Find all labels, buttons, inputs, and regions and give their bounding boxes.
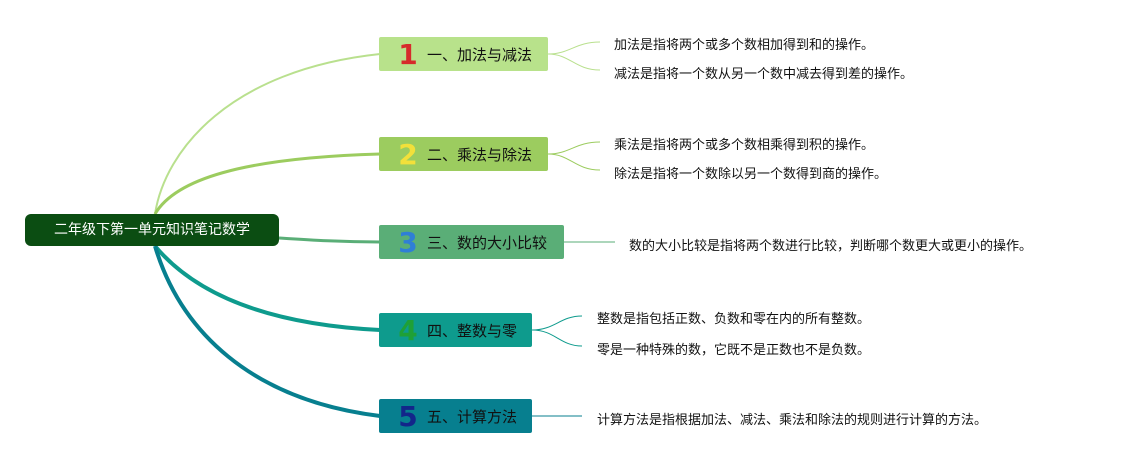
topic-node-4[interactable]: 4 四、整数与零	[379, 313, 532, 347]
connector-topic-4-detail-2	[531, 329, 583, 347]
topic-1-detail-1: 加法是指将两个或多个数相加得到和的操作。	[614, 38, 875, 53]
topic-label-3: 三、数的大小比较	[427, 233, 548, 252]
connector-topic-1-detail-2	[547, 53, 601, 71]
topic-number-1: 1	[398, 37, 418, 71]
connector-root-topic-5	[153, 245, 381, 418]
connector-root-topic-1	[154, 53, 381, 215]
topic-2-detail-1: 乘法是指将两个或多个数相乘得到积的操作。	[614, 138, 875, 153]
topic-2-detail-2: 除法是指将一个数除以另一个数得到商的操作。	[614, 167, 888, 182]
topic-label-2: 二、乘法与除法	[427, 145, 533, 164]
root-node[interactable]: 二年级下第一单元知识笔记数学	[25, 214, 279, 246]
topic-number-2: 2	[398, 137, 418, 171]
topic-node-3[interactable]: 3 三、数的大小比较	[379, 225, 564, 259]
topic-1-detail-2: 减法是指将一个数从另一个数中减去得到差的操作。	[614, 67, 914, 82]
topic-number-5: 5	[398, 399, 418, 433]
topic-4-detail-1: 整数是指包括正数、负数和零在内的所有整数。	[597, 312, 871, 327]
topic-number-3: 3	[398, 225, 418, 259]
topic-label-1: 一、加法与减法	[427, 45, 533, 64]
topic-label-4: 四、整数与零	[427, 321, 518, 340]
topic-node-2[interactable]: 2 二、乘法与除法	[379, 137, 548, 171]
topic-node-1[interactable]: 1 一、加法与减法	[379, 37, 548, 71]
topic-4-detail-2: 零是一种特殊的数，它既不是正数也不是负数。	[597, 343, 871, 358]
topic-number-4: 4	[398, 313, 418, 347]
connector-topic-4-detail-1	[531, 315, 583, 331]
connector-root-topic-4	[153, 244, 381, 332]
topic-3-detail-1: 数的大小比较是指将两个数进行比较，判断哪个数更大或更小的操作。	[629, 239, 1033, 254]
topic-node-5[interactable]: 5 五、计算方法	[379, 399, 532, 433]
connector-topic-2-detail-2	[547, 153, 601, 171]
connector-topic-1-detail-1	[547, 41, 601, 55]
topic-5-detail-1: 计算方法是指根据加法、减法、乘法和除法的规则进行计算的方法。	[597, 413, 988, 428]
topic-label-5: 五、计算方法	[427, 407, 518, 426]
connector-root-topic-2	[153, 152, 381, 215]
connector-root-topic-3	[278, 236, 381, 244]
connector-topic-2-detail-1	[547, 141, 601, 155]
